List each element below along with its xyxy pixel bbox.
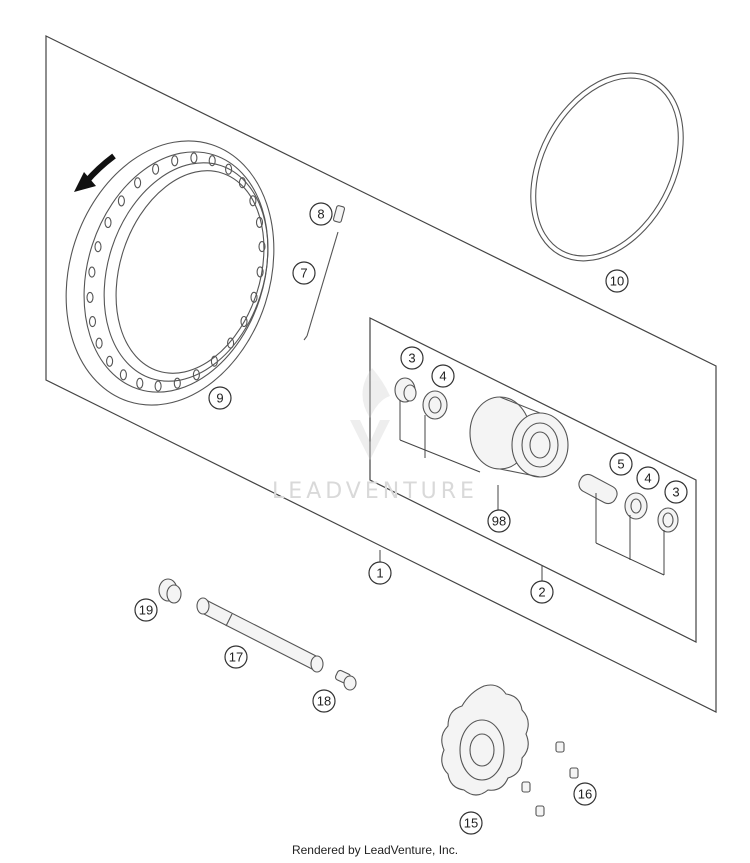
rim-spoke-hole [250, 291, 258, 303]
axle-drawing [196, 597, 324, 673]
rim-spoke-hole [88, 316, 97, 328]
callout-5: 5 [609, 452, 633, 476]
bearing-left-drawing [422, 390, 448, 420]
disc-screws-drawing [521, 741, 579, 817]
callout-8: 8 [309, 202, 333, 226]
callout-4-right: 4 [636, 466, 660, 490]
svg-text:3: 3 [672, 485, 679, 500]
svg-text:18: 18 [317, 694, 331, 709]
rim-spoke-hole [240, 315, 248, 328]
rim-spoke-hole [94, 241, 102, 253]
svg-text:8: 8 [317, 207, 324, 222]
rim-spoke-hole [86, 291, 94, 303]
svg-text:19: 19 [139, 603, 153, 618]
rim-spoke-hole [208, 155, 216, 167]
rim-spoke-hole [249, 195, 257, 207]
callout-1: 1 [368, 561, 392, 585]
svg-text:1: 1 [376, 566, 383, 581]
callout-17: 17 [224, 645, 248, 669]
spacer-left-drawing [394, 377, 417, 403]
callout-98: 98 [487, 509, 511, 533]
rim-spoke-hole [154, 380, 162, 392]
rim-spoke-hole [95, 337, 103, 349]
svg-text:9: 9 [216, 391, 223, 406]
svg-text:10: 10 [610, 274, 624, 289]
rim-spoke-hole [104, 216, 112, 229]
wheel-assembly-panel [45, 35, 717, 713]
rim-spoke-hole [152, 163, 160, 175]
rim-drawing [65, 140, 275, 406]
leader-lines [379, 400, 665, 582]
svg-text:4: 4 [644, 471, 651, 486]
callout-19: 19 [134, 598, 158, 622]
rim-spoke-hole [190, 152, 198, 164]
brake-disc-drawing [441, 684, 529, 796]
callout-10: 10 [605, 269, 629, 293]
callout-3-right: 3 [664, 480, 688, 504]
svg-text:7: 7 [300, 266, 307, 281]
svg-text:3: 3 [408, 351, 415, 366]
rotation-direction-arrow-icon [74, 153, 116, 192]
rim-spoke-hole [119, 369, 127, 381]
rim-spoke-hole [255, 216, 264, 228]
spoke-nipple-drawing [332, 205, 346, 223]
rim-spoke-hole [134, 177, 142, 189]
callout-9: 9 [208, 386, 232, 410]
svg-text:2: 2 [538, 585, 545, 600]
svg-text:16: 16 [578, 787, 592, 802]
rim-spoke-hole [227, 337, 235, 349]
hub-assembly-panel [369, 317, 697, 643]
bearing-right-drawing [624, 492, 648, 520]
svg-text:15: 15 [464, 816, 478, 831]
rim-spoke-hole [173, 377, 181, 389]
rim-spoke-hole [192, 369, 200, 381]
rim-spoke-hole [225, 163, 233, 175]
rim-spoke-hole [238, 177, 246, 189]
spoke-drawing [303, 231, 339, 341]
watermark-text: LEADVENTURE [272, 479, 478, 504]
rim-spoke-hole [258, 241, 266, 253]
rim-tape-drawing [530, 72, 684, 262]
callout-18: 18 [312, 689, 336, 713]
rim-spoke-hole [210, 355, 218, 367]
callout-7: 7 [292, 261, 316, 285]
axle-nut-drawing [158, 578, 182, 604]
spacer-right-drawing [657, 507, 679, 533]
callout-4-left: 4 [431, 364, 455, 388]
callout-16: 16 [573, 782, 597, 806]
rim-spoke-hole [256, 266, 264, 278]
callout-3-left: 3 [400, 346, 424, 370]
footer-credit: Rendered by LeadVenture, Inc. [291, 843, 459, 857]
spacer-sleeve-drawing [578, 473, 618, 505]
rim-spoke-hole [117, 195, 125, 207]
rim-spoke-hole [171, 155, 179, 167]
svg-text:5: 5 [617, 457, 624, 472]
rim-spoke-hole [88, 266, 96, 278]
watermark-logo [350, 368, 390, 460]
callout-2: 2 [530, 580, 554, 604]
svg-text:98: 98 [492, 514, 506, 529]
axle-bolt-drawing [334, 669, 357, 691]
hub-drawing [469, 396, 569, 478]
callout-15: 15 [459, 811, 483, 835]
rim-spoke-hole [106, 355, 114, 367]
svg-text:4: 4 [439, 369, 446, 384]
rim-spoke-hole [136, 377, 144, 389]
svg-text:17: 17 [229, 650, 243, 665]
